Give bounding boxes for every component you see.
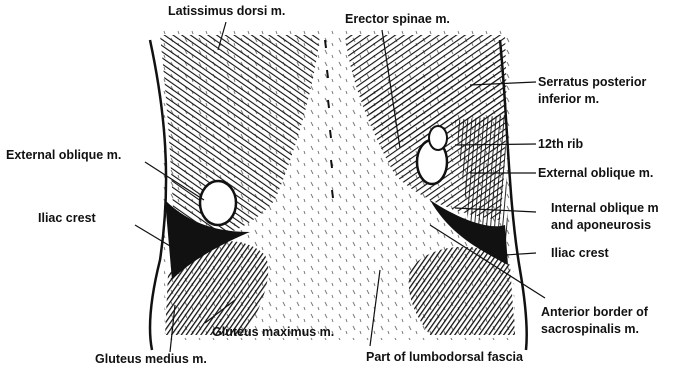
gluteus-right xyxy=(409,247,515,335)
label-12th-rib: 12th rib xyxy=(538,137,583,151)
label-serratus-line2: inferior m. xyxy=(538,92,646,106)
label-erector-spinae: Erector spinae m. xyxy=(345,12,450,26)
label-internal-oblique-line1: Internal oblique m xyxy=(551,201,659,215)
label-external-oblique-left: External oblique m. xyxy=(6,148,121,162)
label-serratus-line1: Serratus posterior xyxy=(538,75,646,89)
label-external-oblique-right: External oblique m. xyxy=(538,166,653,180)
label-lumbodorsal-fascia: Part of lumbodorsal fascia xyxy=(366,350,523,364)
label-internal-oblique: Internal oblique m and aponeurosis xyxy=(551,201,659,232)
label-internal-oblique-line2: and aponeurosis xyxy=(551,218,659,232)
label-anterior-border-line1: Anterior border of xyxy=(541,305,648,319)
label-gluteus-maximus: Gluteus maximus m. xyxy=(212,325,334,339)
label-serratus-posterior: Serratus posterior inferior m. xyxy=(538,75,646,106)
rib-bulge-right xyxy=(429,126,447,150)
external-oblique-bulge-left xyxy=(200,181,236,225)
label-latissimus-dorsi: Latissimus dorsi m. xyxy=(168,4,285,18)
label-iliac-crest-left: Iliac crest xyxy=(38,211,96,225)
label-gluteus-medius: Gluteus medius m. xyxy=(95,352,207,366)
label-anterior-border: Anterior border of sacrospinalis m. xyxy=(541,305,648,336)
label-iliac-crest-right: Iliac crest xyxy=(551,246,609,260)
label-anterior-border-line2: sacrospinalis m. xyxy=(541,322,648,336)
